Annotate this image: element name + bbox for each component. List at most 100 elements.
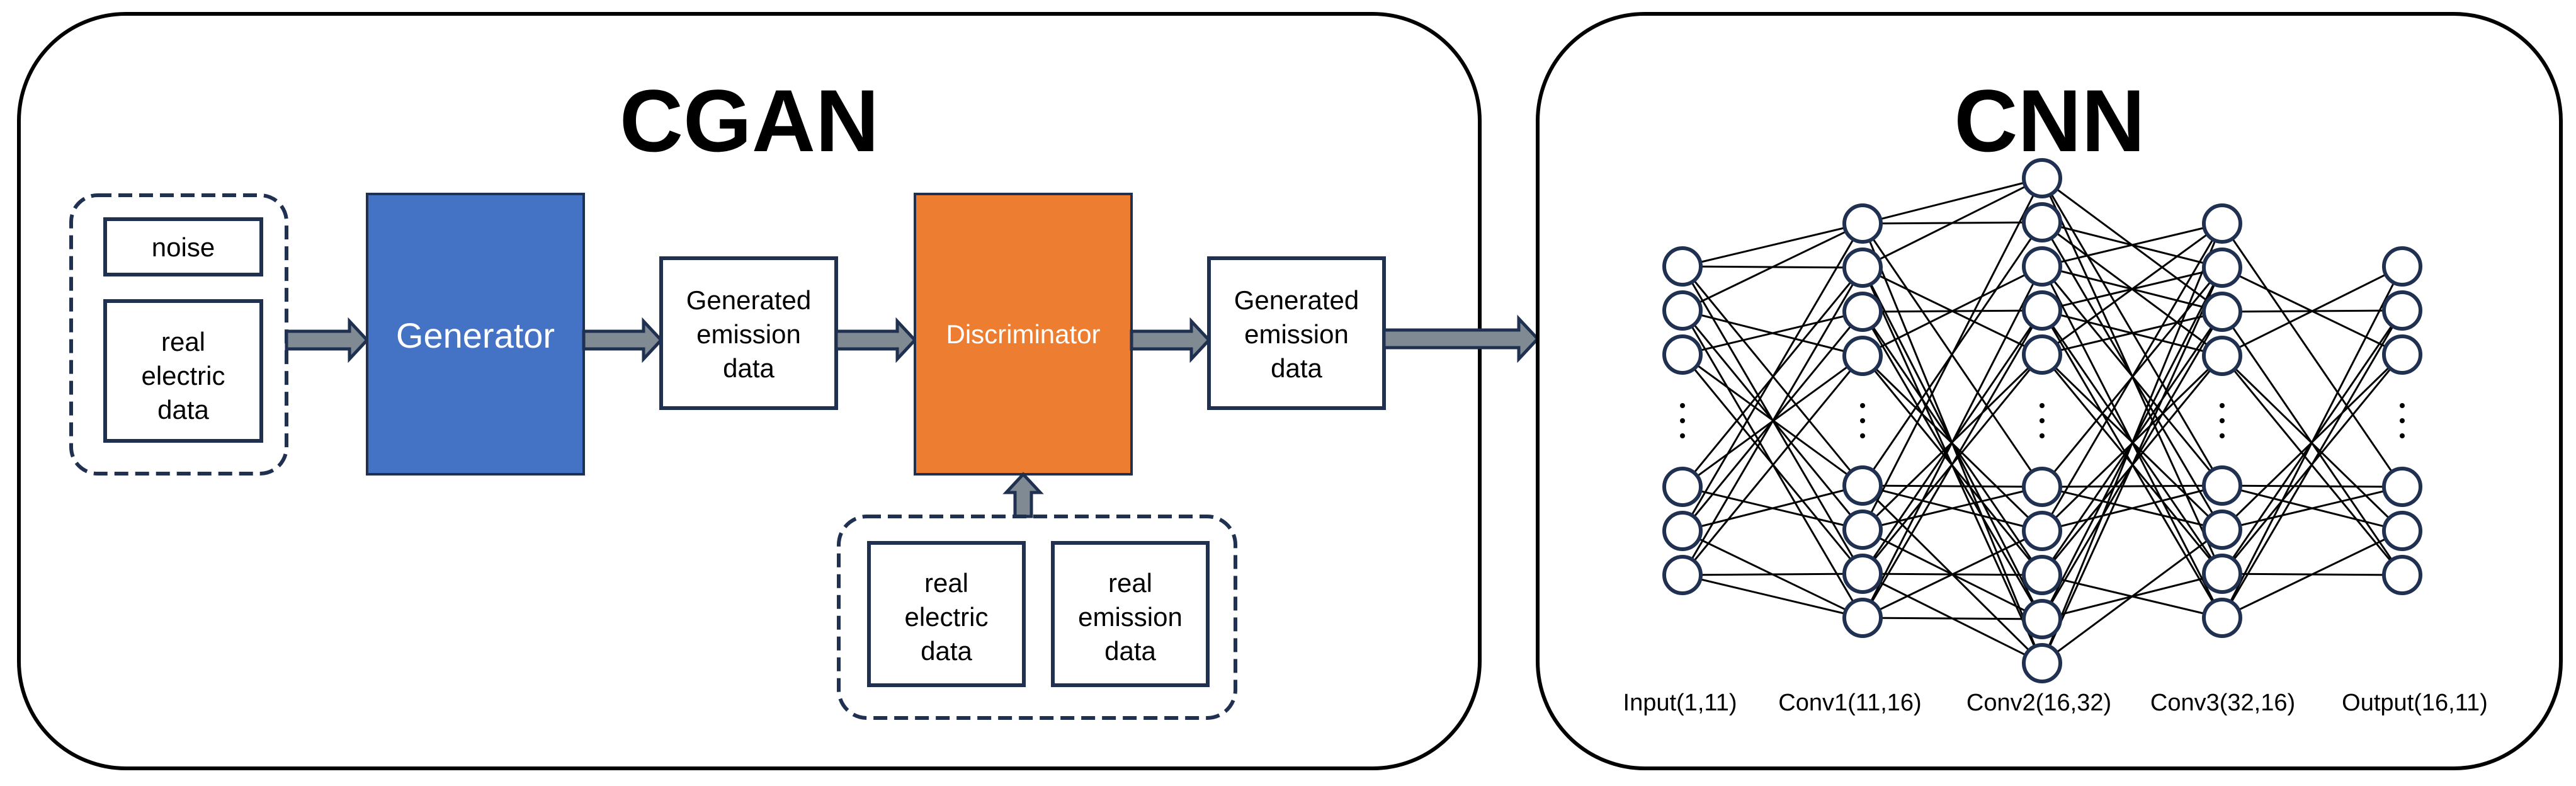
cnn-connection bbox=[1682, 222, 1863, 268]
cnn-ellipsis-dot bbox=[1680, 403, 1685, 408]
cgan-input-group: noise real electric data bbox=[69, 193, 288, 476]
cnn-neuron bbox=[1662, 290, 1703, 331]
cnn-neuron bbox=[1662, 511, 1703, 551]
cnn-layer-label: Conv1(11,16) bbox=[1778, 690, 1921, 716]
cnn-neuron bbox=[2022, 246, 2062, 287]
noise-box bbox=[103, 217, 263, 276]
cnn-panel-border bbox=[1536, 12, 2563, 770]
cnn-connection bbox=[2041, 267, 2223, 664]
cnn-neuron bbox=[1842, 598, 1883, 638]
cnn-neuron bbox=[2202, 203, 2242, 244]
cnn-panel: CNN Input(1,11)Conv1(11,16)Conv2(16,32)C… bbox=[1536, 12, 2563, 770]
cnn-neuron bbox=[1842, 554, 1883, 594]
cnn-ellipsis-dot bbox=[2400, 418, 2405, 423]
cnn-neuron bbox=[2022, 511, 2062, 551]
cnn-neuron bbox=[2202, 598, 2242, 638]
cnn-layer-label: Input(1,11) bbox=[1623, 690, 1737, 716]
discriminator-block bbox=[914, 193, 1133, 476]
cnn-title: CNN bbox=[1954, 71, 2145, 170]
generated-data-1-line1: Generated bbox=[686, 285, 811, 315]
cnn-connection bbox=[1862, 177, 2043, 225]
real-electric-input-line1: real bbox=[161, 327, 205, 356]
cnn-ellipsis-dot bbox=[1860, 403, 1865, 408]
cnn-ellipsis-dot bbox=[2220, 403, 2225, 408]
cnn-connection bbox=[2041, 484, 2223, 532]
cnn-connection bbox=[1861, 178, 2043, 530]
cnn-connection bbox=[2041, 222, 2223, 356]
cnn-connection bbox=[2041, 528, 2223, 664]
cnn-neuron bbox=[2382, 555, 2422, 595]
arrow-discriminator-to-generated bbox=[1130, 317, 1211, 363]
cnn-ellipsis-dot bbox=[2040, 403, 2045, 408]
cnn-connection bbox=[1862, 177, 2043, 269]
cnn-neuron bbox=[1842, 336, 1883, 376]
cnn-ellipsis-dot bbox=[2220, 433, 2225, 438]
cnn-neuron bbox=[1662, 555, 1703, 595]
real-electric-line2: electric bbox=[904, 602, 988, 632]
arrow-to-cnn bbox=[1382, 314, 1540, 363]
cgan-title: CGAN bbox=[620, 71, 879, 170]
cnn-ellipsis-dot bbox=[1860, 418, 1865, 423]
generated-data-2-line1: Generated bbox=[1234, 285, 1359, 315]
cnn-connections bbox=[1681, 177, 2403, 664]
cnn-connection bbox=[2221, 223, 2403, 487]
real-electric-box bbox=[867, 541, 1026, 687]
cnn-connection bbox=[2221, 530, 2403, 619]
cnn-neuron bbox=[1662, 334, 1703, 375]
cnn-neuron bbox=[2022, 202, 2062, 242]
cnn-ellipsis-dot bbox=[2400, 403, 2405, 408]
cgan-real-group: real electric data real emission data bbox=[837, 515, 1237, 720]
cnn-neuron bbox=[2022, 334, 2062, 375]
cnn-layer-label: Output(16,11) bbox=[2342, 690, 2488, 716]
cnn-connection bbox=[1681, 267, 1864, 576]
cnn-connection bbox=[1682, 574, 1863, 619]
cnn-connection bbox=[2041, 222, 2223, 268]
cnn-ellipsis-dot bbox=[1860, 433, 1865, 438]
cnn-neuron bbox=[1842, 510, 1883, 550]
discriminator-label: Discriminator bbox=[946, 319, 1100, 349]
cnn-neuron bbox=[2382, 246, 2422, 287]
cnn-connection bbox=[2041, 223, 2223, 532]
real-emission-line1: real bbox=[1108, 568, 1152, 598]
cnn-neuron bbox=[2022, 643, 2062, 683]
cnn-neuron bbox=[2382, 334, 2422, 375]
cnn-neuron bbox=[1842, 465, 1883, 506]
cnn-neuron bbox=[2202, 248, 2242, 288]
arrow-generated-to-discriminator bbox=[834, 317, 917, 363]
real-emission-box bbox=[1051, 541, 1210, 687]
real-electric-input-line2: electric bbox=[141, 361, 225, 390]
real-electric-line3: data bbox=[921, 636, 972, 666]
cnn-layer-label: Conv2(16,32) bbox=[1966, 690, 2111, 716]
cnn-neuron bbox=[2382, 290, 2422, 331]
cnn-neuron bbox=[2022, 555, 2062, 595]
cnn-connection bbox=[1681, 223, 1864, 532]
cnn-neuron bbox=[2022, 290, 2062, 331]
cnn-ellipsis-dot bbox=[2220, 418, 2225, 423]
cnn-ellipsis-dot bbox=[2400, 433, 2405, 438]
cnn-nodes bbox=[1662, 158, 2422, 683]
cgan-panel: CGAN noise real electric data Generator … bbox=[17, 12, 1540, 770]
cnn-connection bbox=[2221, 486, 2403, 531]
arrow-input-to-generator bbox=[285, 317, 370, 363]
cnn-neuron bbox=[1662, 246, 1703, 287]
real-electric-line1: real bbox=[924, 568, 968, 598]
cnn-connection bbox=[1862, 486, 2043, 531]
cnn-connection bbox=[2221, 265, 2403, 357]
generated-data-1-line3: data bbox=[723, 353, 775, 383]
cnn-connection bbox=[1682, 222, 1863, 312]
real-emission-line3: data bbox=[1104, 636, 1156, 666]
cnn-connection bbox=[1862, 265, 2043, 357]
cnn-neuron bbox=[1842, 292, 1883, 332]
cnn-connection bbox=[1862, 484, 2043, 488]
cnn-neuron bbox=[2382, 511, 2422, 551]
cnn-connection bbox=[1862, 617, 2043, 620]
generated-data-2-line3: data bbox=[1271, 353, 1322, 383]
cnn-neuron bbox=[2022, 467, 2062, 507]
cnn-ellipses bbox=[1680, 403, 2405, 438]
arrow-generator-to-generated bbox=[582, 317, 664, 363]
cnn-neuron bbox=[2202, 465, 2242, 506]
cnn-ellipsis-dot bbox=[1680, 418, 1685, 423]
cnn-neuron bbox=[2022, 158, 2062, 198]
cnn-ellipsis-dot bbox=[2040, 418, 2045, 423]
